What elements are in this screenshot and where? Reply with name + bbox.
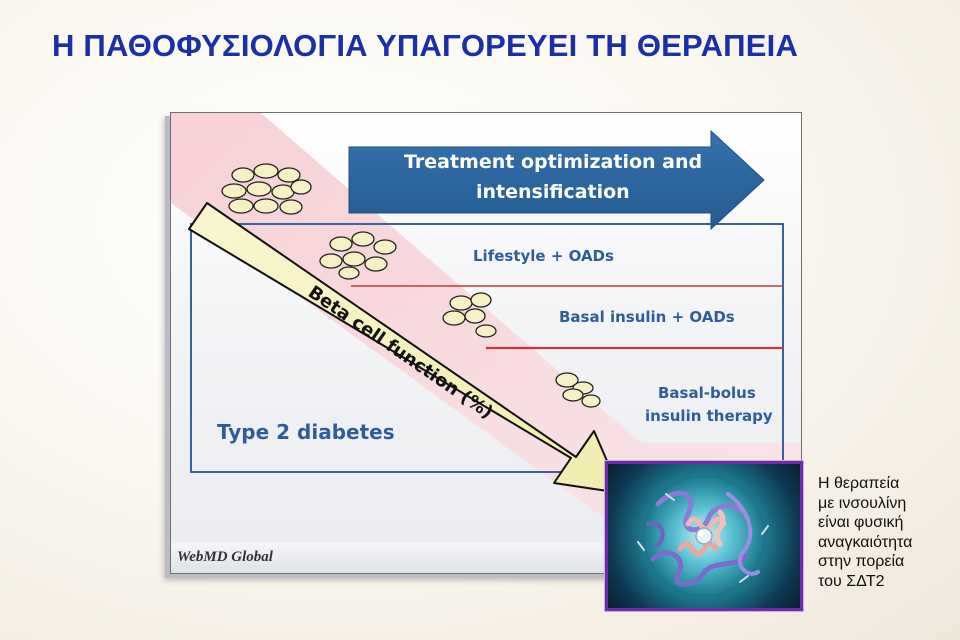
stage-label-basal-bolus-1: Basal-bolus xyxy=(658,384,756,402)
beta-cell-cluster-tiny xyxy=(555,372,601,408)
treatment-arrow xyxy=(348,129,765,231)
insulin-molecule-illustration xyxy=(637,475,769,597)
beta-cell-cluster-small xyxy=(442,292,497,338)
webmd-logo: WebMD Global xyxy=(177,549,273,565)
type2-diabetes-label: Type 2 diabetes xyxy=(217,420,395,444)
slide-title: Η ΠΑΘΟΦΥΣΙΟΛΟΓΙΑ ΥΠΑΓΟΡΕΥΕΙ ΤΗ ΘΕΡΑΠΕΙΑ xyxy=(52,28,799,63)
stage-label-basal-bolus-2: insulin therapy xyxy=(645,407,773,425)
insulin-molecule-image xyxy=(605,461,803,611)
treatment-arrow-line2: intensification xyxy=(476,181,630,203)
beta-cell-cluster-medium xyxy=(319,231,397,280)
figure-diagram: Treatment optimization and intensificati… xyxy=(171,113,801,523)
beta-cell-cluster-large xyxy=(221,163,312,215)
treatment-arrow-line1: Treatment optimization and xyxy=(404,151,702,173)
pink-decline-band xyxy=(171,113,801,523)
beta-cell-treatment-figure: Treatment optimization and intensificati… xyxy=(170,112,802,574)
side-note: Η θεραπεία με ινσουλίνη είναι φυσική ανα… xyxy=(818,475,913,590)
stage-label-lifestyle: Lifestyle + OADs xyxy=(473,247,614,265)
stage-label-basal: Basal insulin + OADs xyxy=(559,308,735,326)
